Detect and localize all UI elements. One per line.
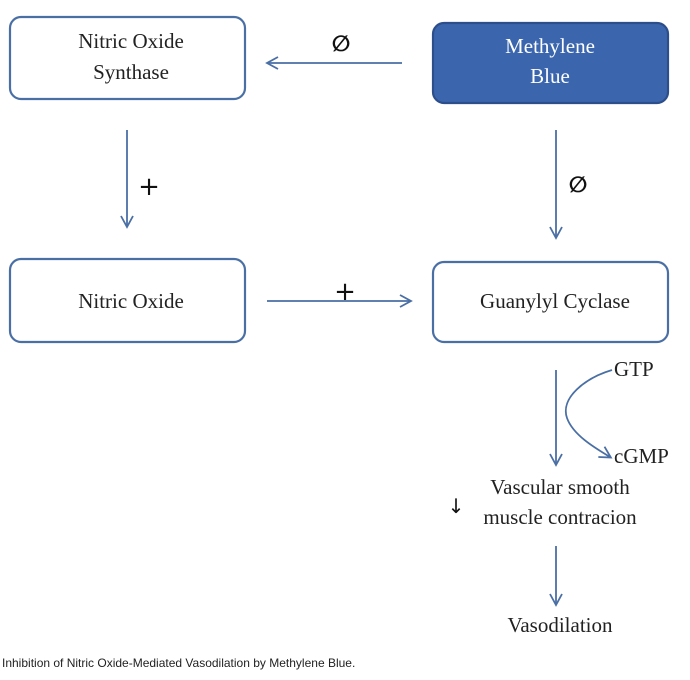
methylene-blue-label-line2: Blue (530, 64, 570, 88)
stimulate-symbol-no-gc: + (334, 277, 356, 307)
methylene-blue-node: Methylene Blue (431, 21, 670, 105)
pathway-diagram: Nitric Oxide Synthase Methylene Blue Nit… (8, 15, 670, 637)
gtp-label: GTP (614, 357, 654, 381)
decrease-arrow-icon: ↓ (448, 494, 465, 518)
stimulate-symbol-nos-no: + (138, 172, 160, 202)
nitric-oxide-label: Nitric Oxide (78, 289, 184, 313)
figure-caption: Inhibition of Nitric Oxide-Mediated Vaso… (2, 656, 356, 670)
methylene-blue-label-line1: Methylene (505, 34, 595, 58)
arrow-gtp-to-cgmp (564, 369, 613, 459)
nitric-oxide-node: Nitric Oxide (8, 257, 247, 344)
vasodilation-label: Vasodilation (508, 613, 613, 637)
inhibit-symbol-mb-nos: ∅ (332, 32, 351, 57)
inhibit-symbol-mb-gc: ∅ (569, 173, 588, 198)
nos-label-line1: Nitric Oxide (78, 29, 184, 53)
vsmc-label-line1: Vascular smooth (490, 475, 630, 499)
cgmp-label: cGMP (614, 444, 669, 468)
vsmc-label-line2: muscle contracion (483, 505, 637, 529)
nos-label-line2: Synthase (93, 60, 169, 84)
guanylyl-cyclase-label: Guanylyl Cyclase (480, 289, 630, 313)
guanylyl-cyclase-node: Guanylyl Cyclase (431, 260, 670, 344)
nitric-oxide-synthase-node: Nitric Oxide Synthase (8, 15, 247, 101)
